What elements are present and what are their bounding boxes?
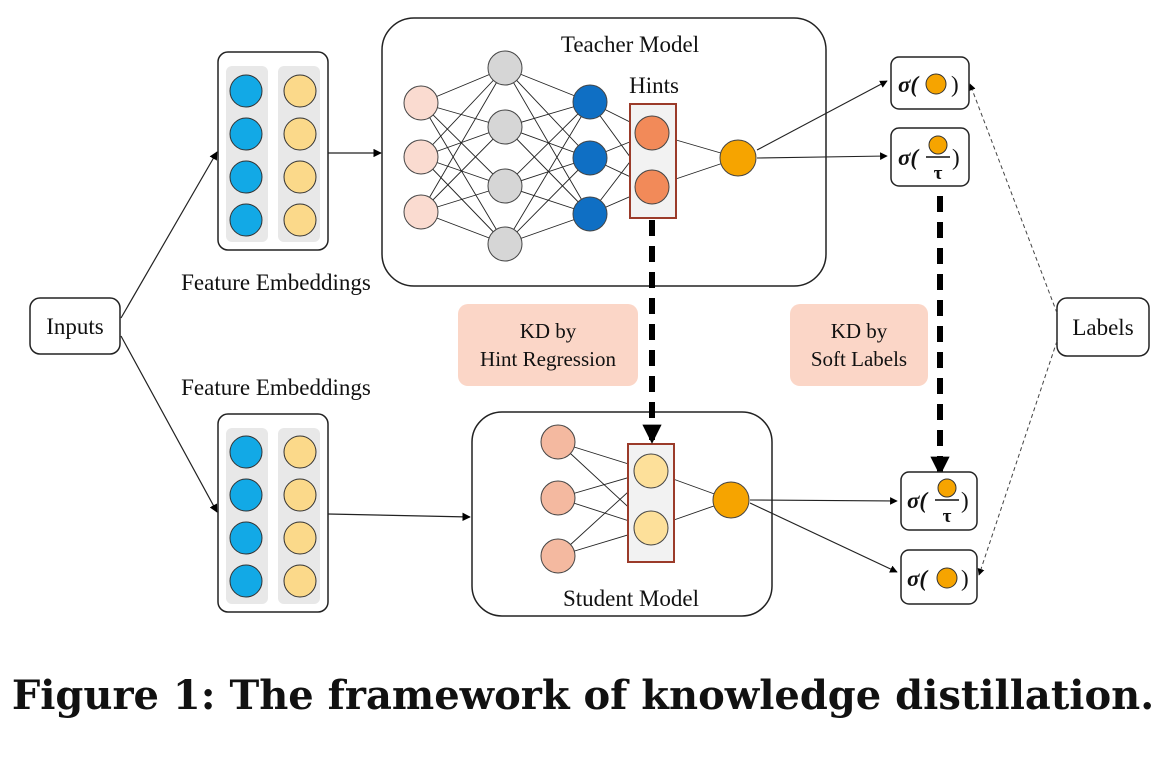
inputs-label: Inputs [46, 314, 104, 339]
teacher-edge [420, 156, 506, 245]
teacher-node-layer-3 [634, 169, 670, 205]
teacher-node-layer-2 [572, 140, 608, 176]
svg-text:): ) [952, 145, 960, 170]
student-node-layer-0 [540, 424, 576, 460]
student-sigma-box: σ( ) [900, 549, 978, 605]
bottom-feature-embeddings [217, 413, 329, 613]
teacher-edge [504, 67, 591, 159]
student-node-layer-1 [633, 453, 669, 489]
teacher-edge [420, 126, 506, 213]
student-node-layer-1 [633, 510, 669, 546]
kd-hint-regression-badge: KD by Hint Regression [458, 304, 638, 386]
teacher-node-layer-0 [403, 194, 439, 230]
svg-text:σ(: σ( [907, 488, 929, 513]
teacher-edge [504, 101, 591, 245]
teacher-node-layer-3 [634, 115, 670, 151]
teacher-node-layer-2 [572, 84, 608, 120]
teacher-node-layer-0 [403, 139, 439, 175]
svg-text:τ: τ [934, 163, 943, 184]
teacher-node-layer-0 [403, 85, 439, 121]
student-output-to-sigma-arrow [749, 502, 898, 573]
svg-text:KD by: KD by [520, 319, 577, 343]
teacher-soft-sigma-box: σ( τ ) [890, 127, 970, 187]
teacher-output-to-soft-sigma-arrow [756, 152, 888, 160]
teacher-network-nodes [403, 50, 757, 262]
teacher-edge [504, 101, 591, 187]
teacher-edge [420, 102, 506, 245]
bottom-embedding-to-student-arrow [327, 512, 471, 522]
teacher-edge [420, 67, 506, 213]
inputs-to-bottom-embedding-arrow [120, 335, 218, 513]
svg-text:σ(: σ( [898, 72, 920, 97]
teacher-edge [504, 126, 591, 215]
svg-text:Hint Regression: Hint Regression [480, 347, 616, 371]
teacher-node-layer-4 [719, 139, 757, 177]
svg-text:): ) [951, 72, 959, 97]
teacher-edge [420, 67, 506, 158]
student-node-layer-0 [540, 480, 576, 516]
svg-text:): ) [961, 488, 969, 513]
teacher-output-to-sigma-arrow [756, 80, 888, 151]
teacher-node-layer-1 [487, 226, 523, 262]
student-soft-sigma-box: σ( τ ) [900, 471, 978, 531]
svg-text:KD by: KD by [831, 319, 888, 343]
top-feature-embeddings [217, 51, 329, 251]
inputs-to-top-embedding-arrow [120, 151, 218, 319]
svg-text:): ) [961, 566, 969, 591]
teacher-edge [504, 157, 591, 245]
teacher-sigma-box: σ( ) [890, 56, 970, 110]
svg-text:Soft Labels: Soft Labels [811, 347, 907, 371]
teacher-node-layer-1 [487, 50, 523, 86]
teacher-node-layer-1 [487, 168, 523, 204]
teacher-node-layer-1 [487, 109, 523, 145]
svg-text:τ: τ [943, 506, 952, 527]
top-embeddings-label: Feature Embeddings [181, 270, 371, 295]
student-node-layer-0 [540, 538, 576, 574]
svg-text:σ(: σ( [898, 145, 920, 170]
labels-to-teacher-sigma-arrow [968, 83, 1058, 314]
svg-text:σ(: σ( [907, 566, 929, 591]
student-output-to-soft-sigma-arrow [749, 497, 898, 505]
labels-label: Labels [1072, 315, 1133, 340]
teacher-node-layer-2 [572, 196, 608, 232]
teacher-edge [420, 102, 506, 187]
teacher-edge [504, 67, 591, 215]
hints-label: Hints [629, 73, 679, 98]
kd-soft-labels-badge: KD by Soft Labels [790, 304, 928, 386]
teacher-model-title: Teacher Model [561, 32, 699, 57]
student-network-nodes [540, 424, 750, 574]
student-node-layer-2 [712, 481, 750, 519]
figure-caption: Figure 1: The framework of knowledge dis… [11, 672, 1155, 719]
labels-to-student-sigma-arrow [977, 340, 1058, 576]
bottom-embeddings-label: Feature Embeddings [181, 375, 371, 400]
labels-node: Labels [1056, 297, 1150, 357]
inputs-node: Inputs [29, 297, 121, 355]
student-model-title: Student Model [563, 586, 699, 611]
